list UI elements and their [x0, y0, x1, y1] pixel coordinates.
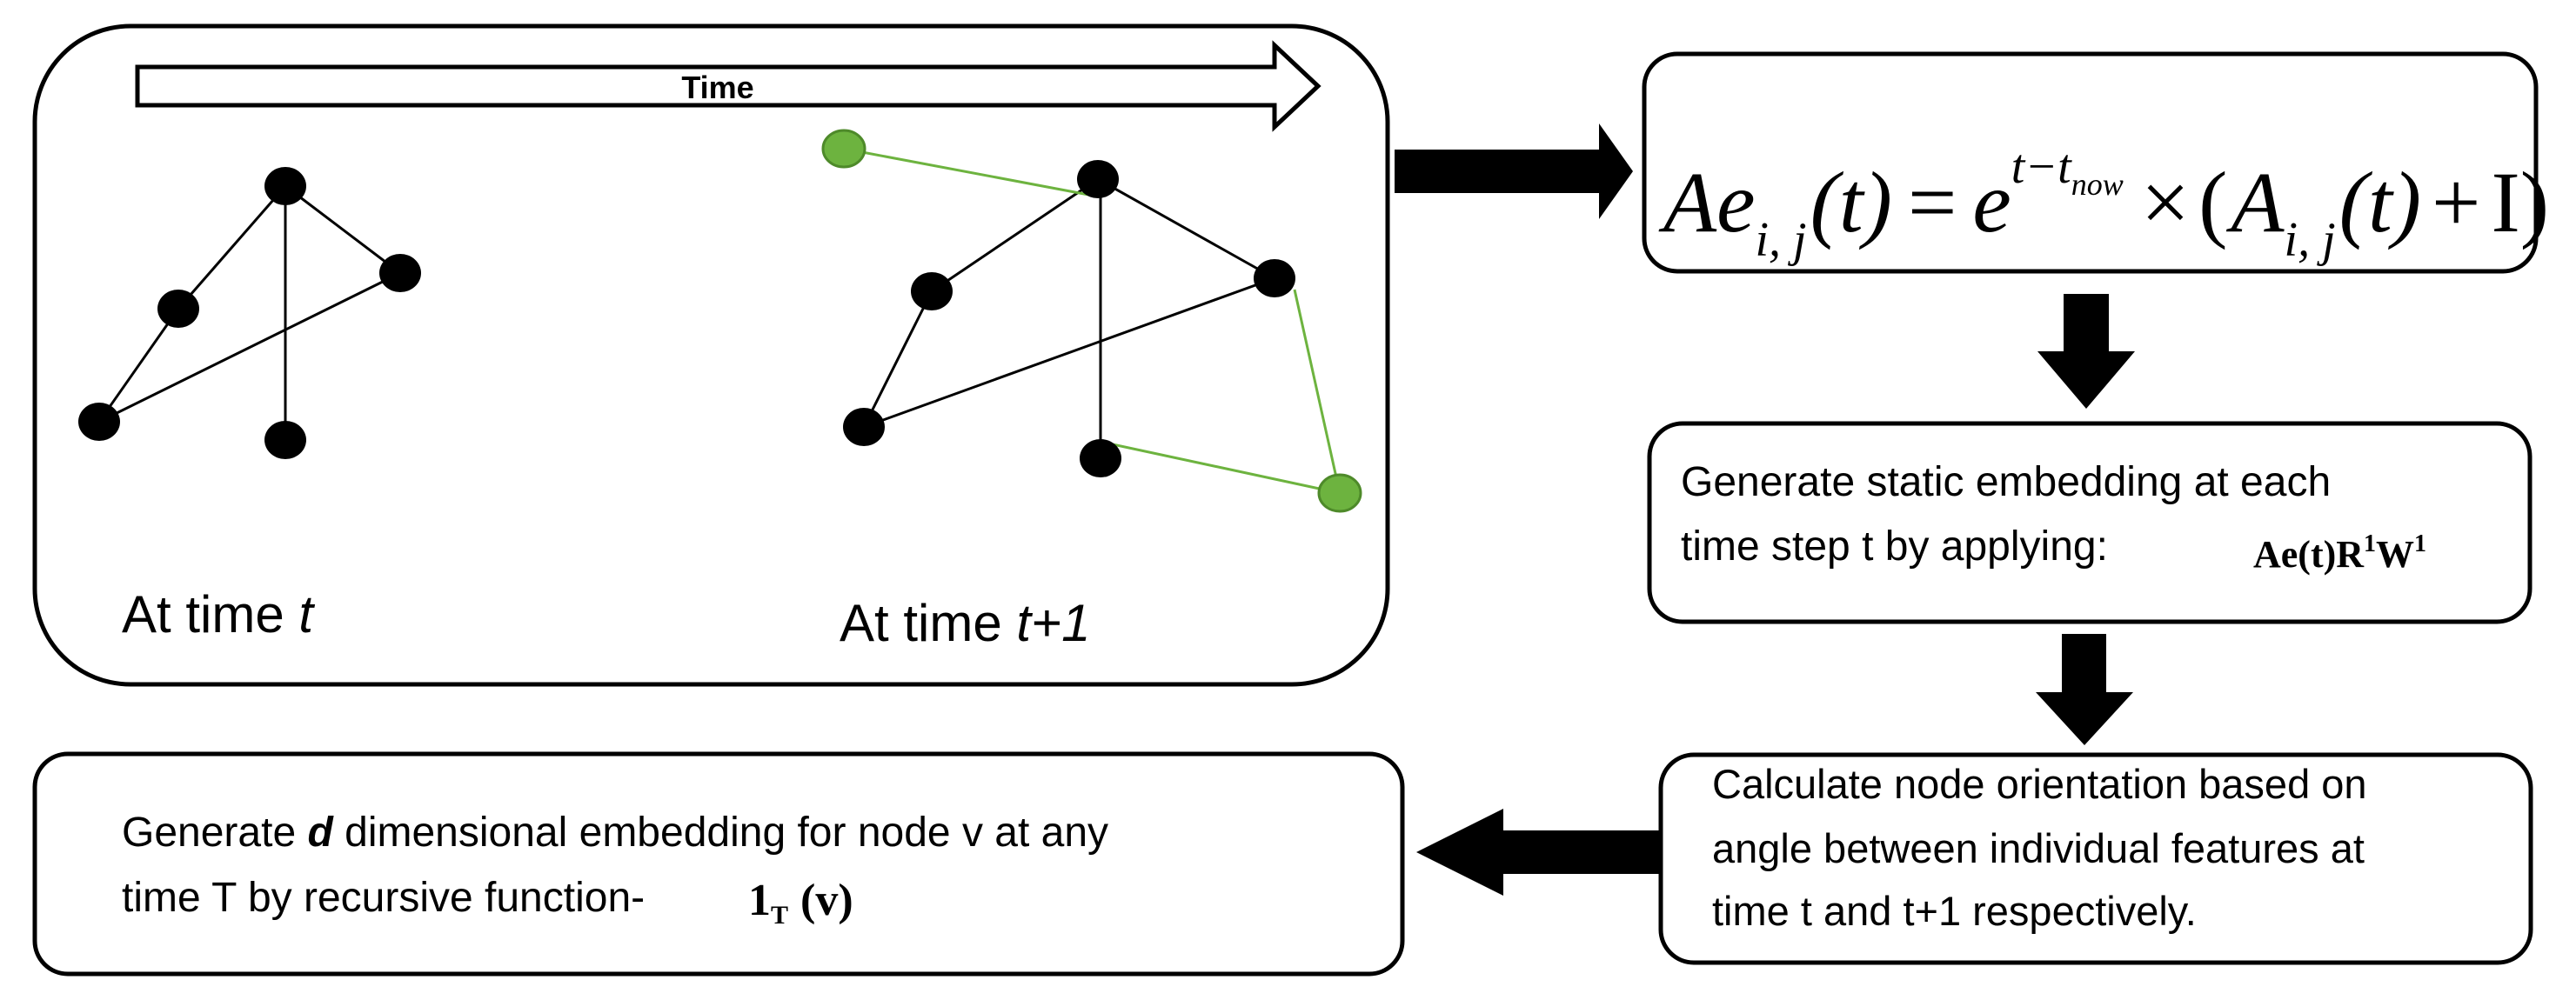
edge	[97, 308, 180, 423]
graph-node	[264, 167, 306, 205]
graph-node	[1254, 259, 1295, 297]
graph-snapshots-panel	[32, 23, 1390, 687]
new-edge	[1100, 440, 1341, 495]
final-embedding-line1: Generate d dimensional embedding for nod…	[122, 810, 1108, 856]
graph-time-t	[78, 167, 421, 459]
orientation-box	[1658, 752, 2533, 965]
arrow-left	[1416, 809, 1663, 896]
equation-box	[1642, 51, 2539, 274]
orientation-line2: angle between individual features at	[1712, 825, 2365, 871]
orientation-line3: time t and t+1 respectively.	[1712, 888, 2197, 934]
edge	[284, 184, 401, 275]
new-graph-node	[821, 129, 866, 169]
final-embedding-line2: time T by recursive function-	[122, 875, 645, 921]
recursive-function: 1T(v)	[748, 876, 853, 930]
caption-time-t-plus-1: At time t+1	[840, 594, 1090, 652]
edge	[98, 271, 401, 423]
time-arrow-label: Time	[681, 70, 753, 105]
new-edge	[1293, 289, 1342, 494]
graph-node	[1077, 160, 1119, 198]
new-edge	[843, 147, 1099, 198]
graph-node	[78, 403, 120, 441]
graph-node	[843, 408, 885, 446]
decay-equation: Aei, j(t)=et−tnow×(Ai, j(t)+I)	[1658, 140, 2549, 267]
arrow-down-2	[2036, 634, 2133, 745]
caption-time-t: At time t	[122, 585, 315, 643]
graph-node	[1080, 439, 1121, 477]
edge	[863, 277, 1275, 429]
graph-node	[157, 290, 199, 328]
graph-time-t-plus-1	[821, 129, 1362, 513]
graph-node	[911, 272, 953, 310]
edge	[1097, 177, 1275, 280]
static-embedding-box	[1647, 421, 2533, 624]
graph-node	[264, 421, 306, 459]
new-graph-node	[1317, 473, 1362, 513]
edge	[177, 185, 287, 310]
edge	[862, 290, 933, 428]
final-embedding-box	[32, 751, 1405, 977]
static-embedding-line1: Generate static embedding at each	[1681, 459, 2331, 505]
arrow-down-1	[2037, 294, 2135, 409]
arrow-to-equation	[1395, 123, 1633, 219]
static-embedding-line2: time step t by applying:	[1681, 523, 2108, 570]
static-embedding-formula: Ae(t)R1W1	[2253, 530, 2426, 576]
time-arrow: Time	[135, 40, 1321, 132]
orientation-line1: Calculate node orientation based on	[1712, 761, 2367, 807]
edge	[931, 177, 1099, 293]
graph-node	[379, 254, 421, 292]
